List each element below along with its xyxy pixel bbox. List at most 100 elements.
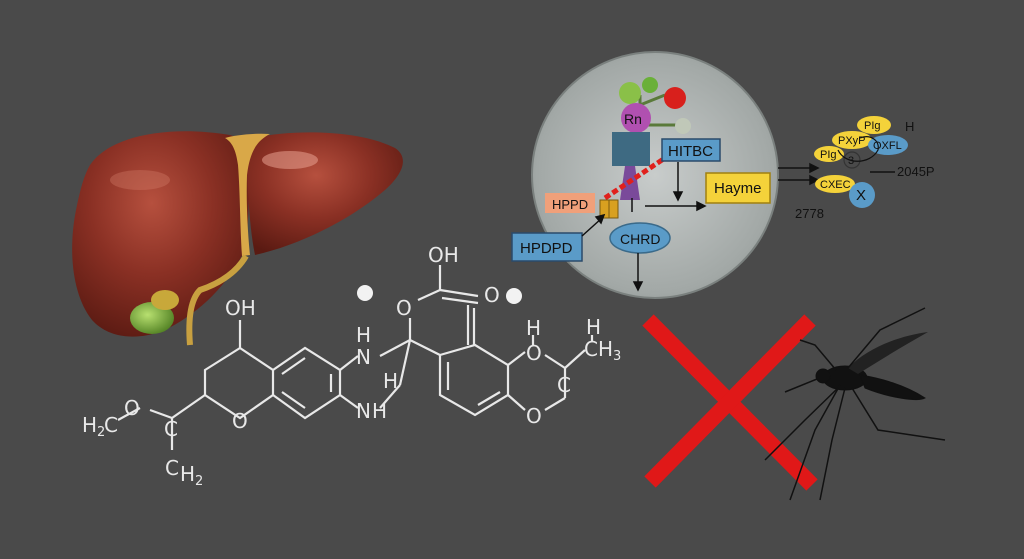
node-purple [621,103,651,133]
cluster-pig1 [857,116,891,134]
label-oh-left: OH [225,296,256,320]
arrowhead-out-2 [809,174,820,186]
gallbladder [130,302,174,334]
mosquito-leg-1 [789,384,841,501]
label-c-left: C [164,417,178,441]
label-hc-h: H [82,413,97,437]
arrowhead-out-1 [809,162,820,174]
label-o-center: O [396,296,412,320]
cell-body [531,51,779,299]
label-o-c-right: C [557,373,571,397]
mosquito-leg-5 [799,339,837,371]
molecule-labels: OH OH O O O H N N H H H O O H C H 3 H 2 … [82,243,621,489]
bile-duct [186,254,249,346]
bond-o-up [417,288,441,302]
mosquito-abdomen [859,374,926,401]
cluster-pig2 [814,146,844,162]
bond-o-dbl [439,288,479,298]
cross-stroke-2 [644,314,816,488]
cluster-pxyp [832,131,872,149]
bond-inner-3 [281,391,306,409]
label-o-dbl: O [484,283,500,307]
mosquito-proboscis [784,378,818,393]
liver-ligament [225,133,270,256]
cluster-cxec [815,175,855,193]
arrowhead-3 [594,213,606,225]
label-o-right-bottom: O [526,404,542,428]
ring-middle [272,346,342,420]
outbound-arrows [778,162,895,186]
atom-sphere-left [357,285,373,301]
cell-arrows [581,162,707,292]
liver-illustration [72,131,403,346]
bond-dioxo-1 [507,351,526,366]
arrowhead-2 [696,200,707,212]
label-oh-top: OH [428,243,459,267]
cluster-cxec-label: CXEC [820,179,851,191]
box-hitbc [661,138,721,162]
bond-o-dbl-2 [441,296,479,305]
mosquito-leg-4 [847,307,926,369]
label-n-top: N [356,345,371,369]
mosquito-leg-6 [764,387,839,461]
liver-highlight [262,151,318,169]
cluster-oxfl-label: OXFL [873,140,902,152]
label-ch3-c: C [584,337,598,361]
bond-dioxo-5 [544,397,566,411]
box-hayme-label: Hayme [714,180,762,197]
box-hitbc-label: HITBC [668,143,713,160]
label-h-n-top: H [356,323,371,347]
bond-center-3 [398,339,412,386]
mosquito-head [815,368,831,384]
liver-highlight-2 [110,170,170,190]
cluster-code2: 2778 [795,206,824,221]
cluster-x [849,182,875,208]
label-ch3-sub: 3 [613,349,621,364]
label-h-right: H [526,316,541,340]
label-h-n-bottom: H [372,399,387,423]
box-chrd-label: CHRD [620,231,660,247]
cluster-curl [837,136,879,162]
box-hppd-label: HPPD [552,197,588,212]
node-purple-label: Rn [624,111,642,127]
cluster-h-label: H [905,119,914,134]
bond-left-chain [171,394,206,419]
ring-right [438,343,510,417]
bond-dioxo-3 [544,354,566,369]
bond-left-chain-2 [149,408,173,420]
arrowhead-1 [672,191,684,202]
node-green-2 [642,77,658,93]
cluster-pxyp-label: PXyP [838,135,866,147]
mosquito-leg-3 [851,387,946,441]
bond-center-4 [379,384,401,409]
bond-ch3 [564,349,586,369]
cluster-x-label: X [856,187,866,204]
bond-n-1 [339,355,359,371]
liver-right-lobe [245,132,403,255]
receptor-block [612,132,650,166]
label-o-right-top: O [526,341,542,365]
cluster-pig1-label: PIg [864,120,881,132]
box-hayme [705,172,771,204]
label-ch2-sub: 2 [195,474,203,489]
cluster-pig2-label: PIg [820,149,837,161]
label-n-bottom: N [356,399,371,423]
bond-center-2 [409,339,441,356]
mosquito-leg-2 [819,387,846,501]
box-chrd [609,222,671,254]
box-hpdpd [511,232,583,262]
cell-diagram: Rn HITBC HPPD HPDPD CHRD Hayme [511,51,779,299]
node-green-1 [619,82,641,104]
molecule-structure [117,265,594,450]
box-hppd [545,193,595,213]
box-hpdpd-label: HPDPD [520,240,573,257]
label-o-ring: O [232,409,248,433]
gallbladder-2 [151,290,179,310]
ring-left [203,346,275,420]
bond-n-2 [339,394,359,409]
label-h-center: H [383,369,398,393]
label-hc-c: C [104,413,118,437]
cluster-code1: 2045P [897,164,935,179]
